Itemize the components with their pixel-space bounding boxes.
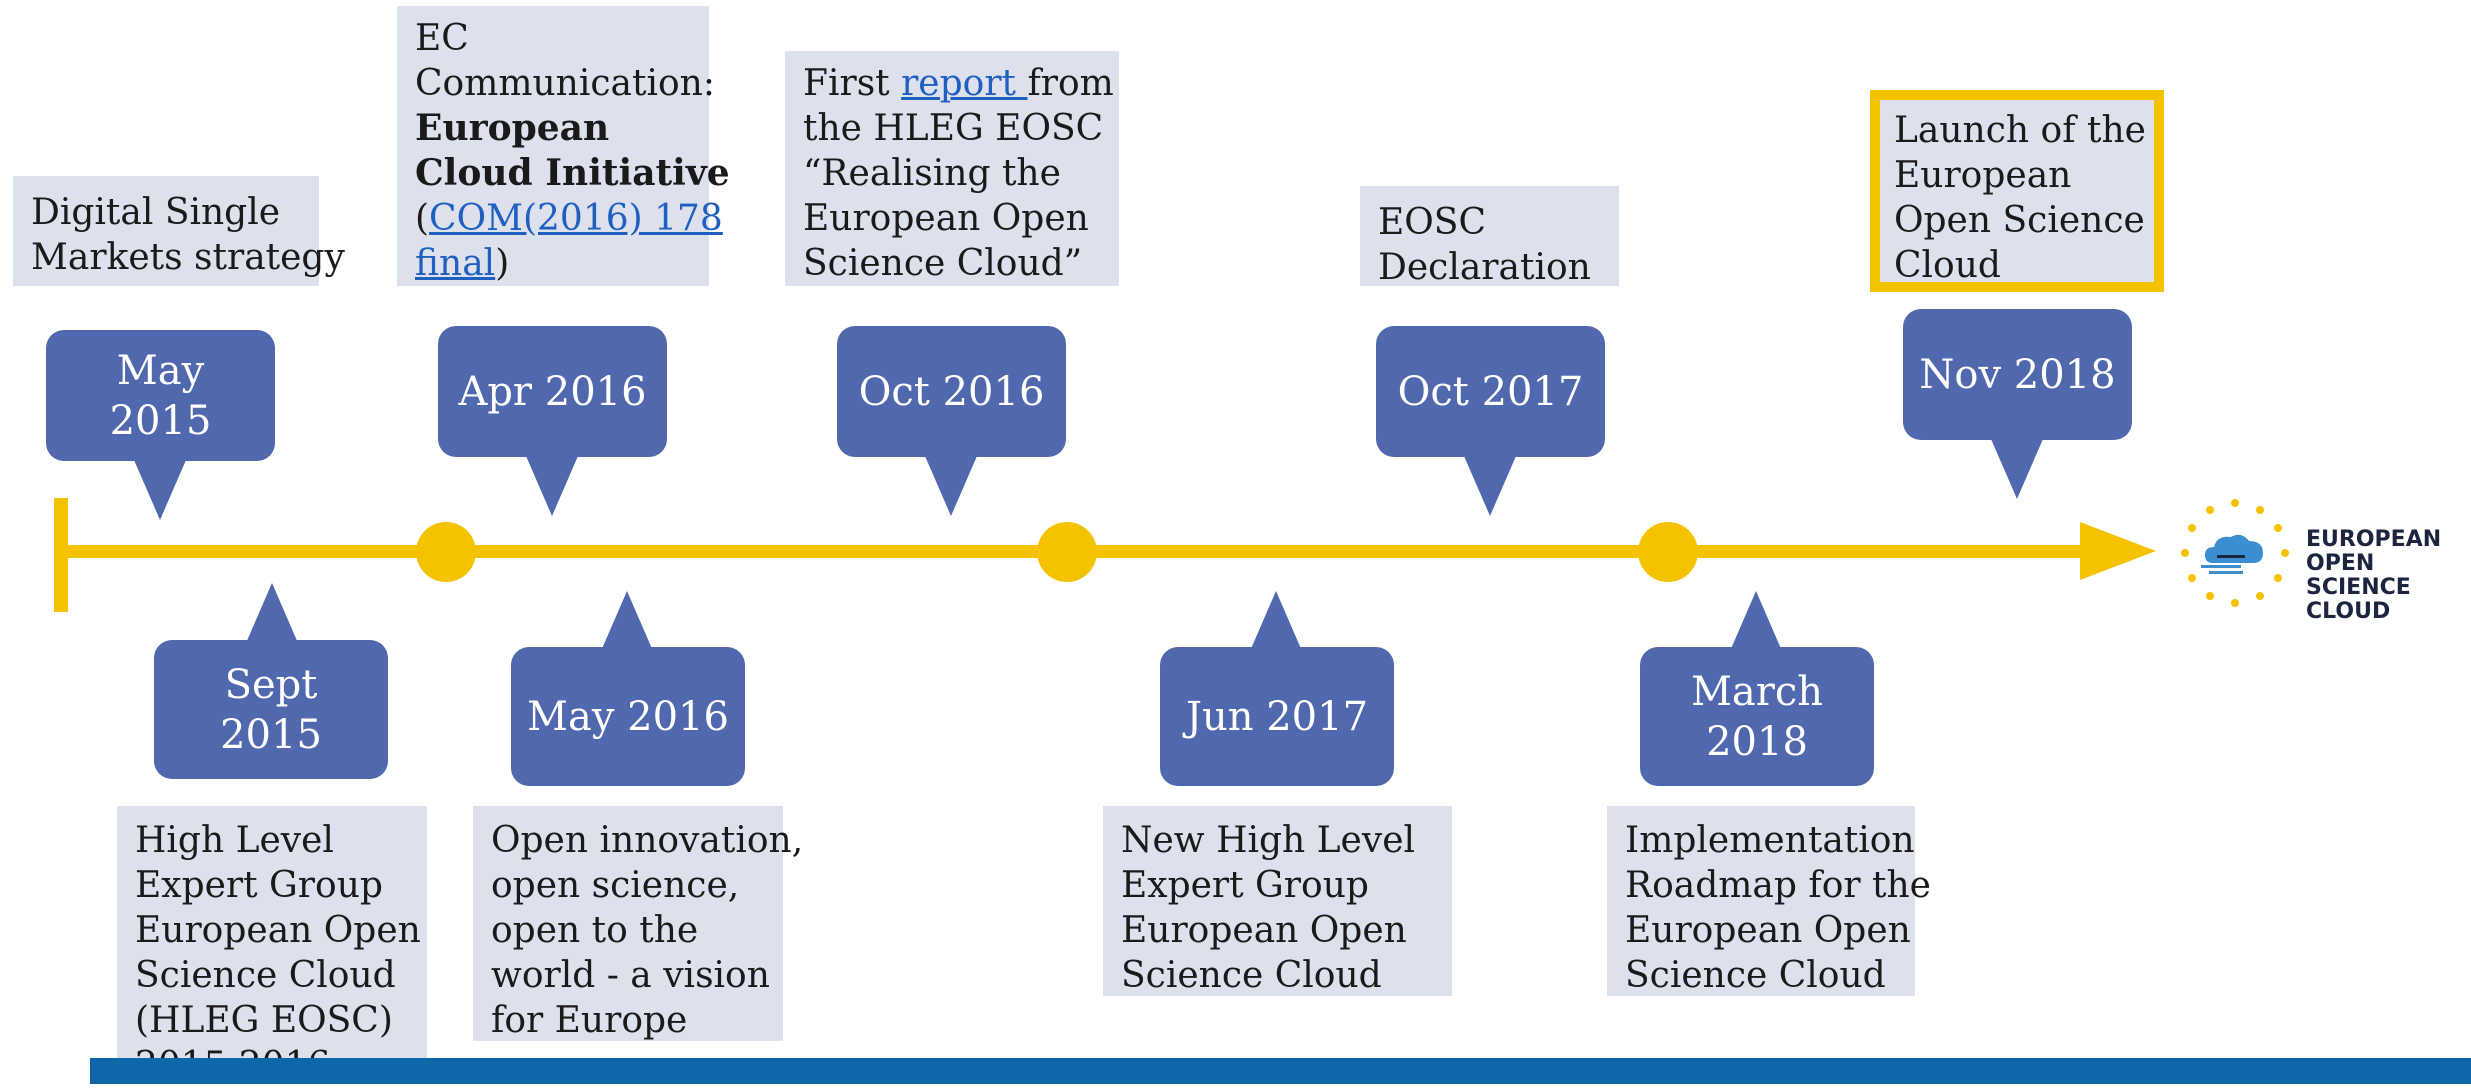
date-bubble-oct-2017: Oct 2017: [1376, 326, 1605, 457]
note-line: open science,: [491, 865, 740, 906]
timeline-arrowhead: [2080, 522, 2156, 580]
date-line: 2015: [109, 397, 212, 444]
date-bubble-may-2016: May 2016: [511, 647, 745, 786]
note-line: Science Cloud: [1121, 955, 1382, 996]
bubble-pointer: [1991, 439, 2043, 499]
date-line: Oct 2016: [858, 368, 1045, 415]
date-line: May: [116, 347, 205, 394]
bubble-pointer: [1730, 591, 1782, 651]
note-ec-communication: EC Communication: European Cloud Initiat…: [397, 6, 730, 286]
note-line: “Realising the: [803, 153, 1061, 194]
note-line: the HLEG EOSC: [803, 108, 1104, 149]
eu-stars-cloud-icon: [2181, 499, 2289, 607]
report-suffix: from: [1027, 63, 1114, 104]
bubble-pointer: [246, 583, 298, 643]
note-implementation-roadmap: Implementation Roadmap for the European …: [1607, 806, 1931, 996]
date-line: May 2016: [527, 693, 729, 740]
note-line: European Open: [1625, 910, 1911, 951]
note-line: Open Science: [1894, 200, 2145, 241]
note-hleg-report: First report from the HLEG EOSC “Realisi…: [785, 51, 1119, 286]
com-2016-178-link[interactable]: COM(2016) 178: [429, 198, 723, 239]
note-line: Communication:: [415, 63, 715, 104]
note-line: final): [415, 241, 691, 286]
note-eosc-launch: Launch of the European Open Science Clou…: [1870, 90, 2164, 292]
note-line: Digital Single: [31, 192, 281, 233]
note-line: (COM(2016) 178: [415, 196, 723, 241]
bubble-pointer: [526, 456, 578, 516]
bold-text: European: [415, 107, 610, 149]
note-line: Cloud: [1894, 245, 2001, 286]
date-line: Sept: [224, 661, 318, 708]
paren-close: ): [495, 243, 510, 284]
note-line: Science Cloud”: [803, 243, 1083, 284]
note-line: European Open: [1121, 910, 1407, 951]
note-line: Expert Group: [1121, 865, 1369, 906]
note-line: European Open: [803, 198, 1089, 239]
bubble-pointer: [1250, 591, 1302, 651]
bubble-pointer: [925, 456, 977, 516]
note-eosc-declaration: EOSC Declaration: [1360, 186, 1619, 288]
note-digital-single-market: Digital Single Markets strategy: [13, 176, 345, 286]
note-line-bold: Cloud Initiative: [415, 151, 730, 196]
report-prefix: First: [803, 63, 902, 104]
note-line: open to the: [491, 910, 699, 951]
note-line: (HLEG EOSC): [135, 1000, 393, 1041]
timeline-dot: [1638, 522, 1698, 582]
note-line: EC: [415, 18, 469, 59]
note-line: Science Cloud: [135, 955, 396, 996]
date-bubble-oct-2016: Oct 2016: [837, 326, 1066, 457]
note-line: First report from: [803, 61, 1114, 106]
bubble-pointer: [601, 591, 653, 651]
note-line: Roadmap for the: [1625, 865, 1931, 906]
note-line: Implementation: [1625, 820, 1915, 861]
date-line: Oct 2017: [1397, 368, 1584, 415]
note-new-hleg: New High Level Expert Group European Ope…: [1103, 806, 1452, 996]
date-line: 2015: [220, 711, 322, 758]
bold-text: Cloud Initiative: [415, 152, 730, 194]
date-line: Nov 2018: [1919, 351, 2116, 398]
date-bubble-sept-2015: Sept 2015: [154, 640, 388, 779]
timeline-dot: [416, 522, 476, 582]
note-line: Declaration: [1378, 247, 1591, 288]
note-line: Open innovation,: [491, 820, 804, 861]
paren-open: (: [415, 198, 430, 239]
note-line: New High Level: [1121, 820, 1416, 861]
note-line: European: [1894, 155, 2072, 196]
note-line: Expert Group: [135, 865, 383, 906]
logo-line: SCIENCE CLOUD: [2306, 575, 2411, 624]
note-hleg-eosc: High Level Expert Group European Open Sc…: [117, 806, 427, 1086]
date-bubble-nov-2018: Nov 2018: [1903, 309, 2132, 440]
note-line-bold: European: [415, 106, 691, 151]
date-bubble-march-2018: March 2018: [1640, 647, 1874, 786]
report-link[interactable]: report: [901, 63, 1028, 104]
timeline-dot: [1037, 522, 1097, 582]
com-final-link[interactable]: final: [415, 243, 496, 284]
note-line: EOSC: [1378, 202, 1486, 243]
note-line: Markets strategy: [31, 237, 345, 278]
date-line: 2018: [1706, 718, 1808, 765]
bubble-pointer: [134, 460, 186, 520]
bubble-pointer: [1464, 456, 1516, 516]
note-open-innovation: Open innovation, open science, open to t…: [473, 806, 804, 1041]
note-line: world - a vision: [491, 955, 770, 996]
date-line: Apr 2016: [458, 368, 647, 415]
date-bubble-apr-2016: Apr 2016: [438, 326, 667, 457]
note-line: for Europe: [491, 1000, 688, 1041]
date-bubble-jun-2017: Jun 2017: [1160, 647, 1394, 786]
note-line: Science Cloud: [1625, 955, 1886, 996]
logo-wordmark: EUROPEAN OPEN SCIENCE CLOUD: [2306, 528, 2471, 624]
note-line: High Level: [135, 820, 334, 861]
footer-bar: [90, 1058, 2471, 1084]
date-line: Jun 2017: [1185, 693, 1369, 740]
date-line: March: [1690, 668, 1824, 715]
note-line: European Open: [135, 910, 421, 951]
note-line: Launch of the: [1894, 110, 2146, 151]
date-bubble-may-2015: May 2015: [46, 330, 275, 461]
logo-line: EUROPEAN OPEN: [2306, 527, 2442, 576]
